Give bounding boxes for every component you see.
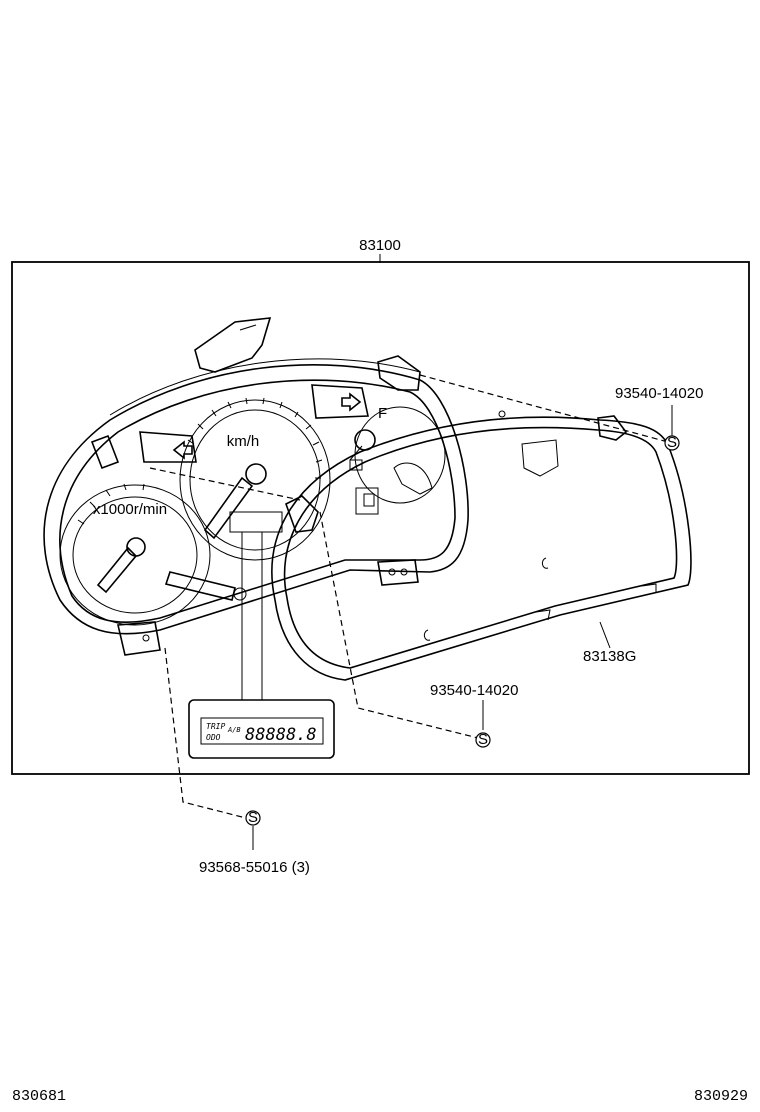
speed-unit-label: km/h [227, 433, 260, 450]
screw-symbol-top-label: S [667, 434, 677, 451]
bolt-part-number-top: 93540-14020 [615, 385, 703, 402]
odometer-display: TRIP ODO A/B 88888.8 [188, 699, 335, 759]
odometer-digits: 88888.8 [245, 725, 317, 745]
odometer-odo-label: ODO [206, 733, 221, 742]
assembly-part-number: 83100 [359, 237, 401, 254]
glass-part-number: 83138G [583, 648, 636, 665]
combination-meter: x1000r/min km/h F [43, 317, 469, 656]
tach-unit-label: x1000r/min [93, 501, 167, 518]
fuel-full-label: F [378, 405, 387, 422]
screw-symbol-bottom-label: S [248, 809, 258, 826]
screw-symbol-center-label: S [478, 731, 488, 748]
screw-symbol-center [475, 732, 491, 748]
odometer-ab-label: A/B [227, 726, 241, 734]
odometer-trip-label: TRIP [206, 722, 225, 731]
footer-left-code: 830681 [12, 1088, 66, 1105]
meter-glass [271, 410, 692, 681]
screw-part-number-bottom: 93568-55016 (3) [199, 859, 310, 876]
footer-right-code: 830929 [694, 1088, 748, 1105]
bolt-part-number-center: 93540-14020 [430, 682, 518, 699]
screw-symbol-top [664, 435, 680, 451]
screw-symbol-bottom [245, 810, 261, 826]
assembly-frame [11, 261, 750, 775]
